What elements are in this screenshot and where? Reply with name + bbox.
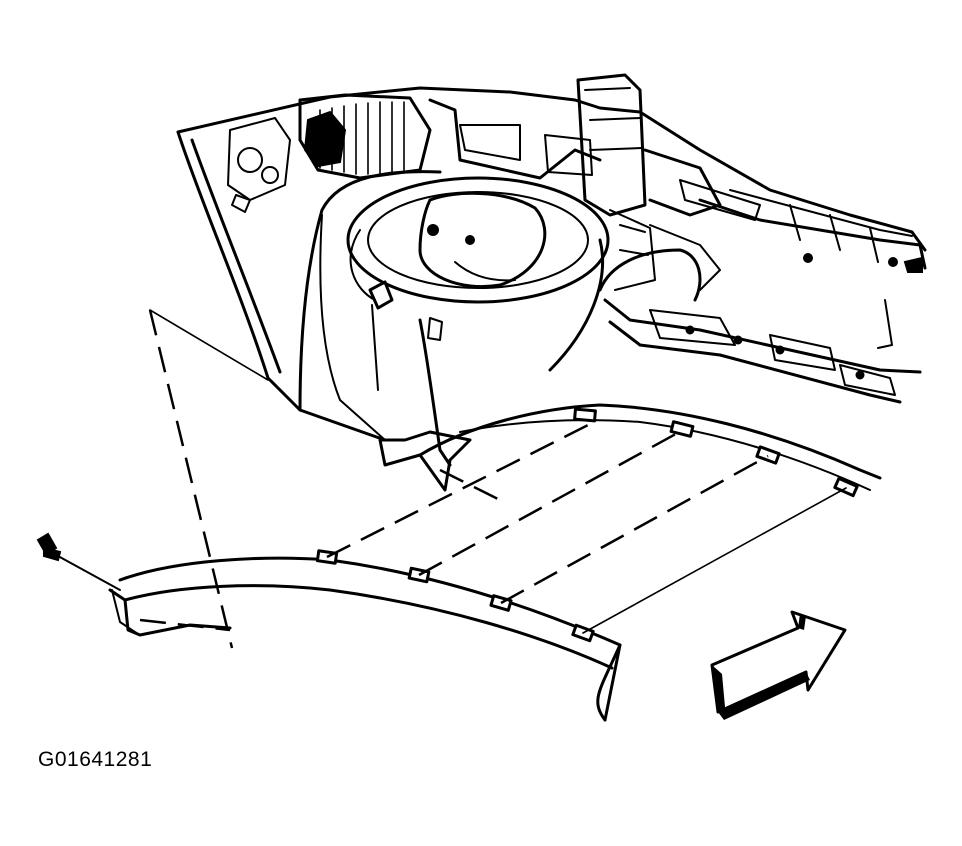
figure-id-label: G01641281 — [38, 748, 153, 771]
fascia-clip — [833, 476, 859, 498]
fascia-clip — [755, 445, 781, 465]
front-direction-arrow-icon — [710, 610, 847, 720]
fascia-clip — [669, 420, 695, 438]
radiator-support — [428, 73, 927, 273]
lower-frame-rail — [598, 209, 922, 404]
wiring-harness — [349, 229, 452, 467]
fascia-clip — [573, 407, 597, 423]
fascia-mounting-bracket — [378, 430, 472, 492]
alignment-leader-lines — [139, 309, 847, 649]
fastener-pin — [36, 532, 121, 591]
front-bumper-fascia — [108, 403, 882, 722]
headlamp-rear-components — [227, 93, 432, 213]
vehicle-front-structure — [176, 73, 927, 492]
